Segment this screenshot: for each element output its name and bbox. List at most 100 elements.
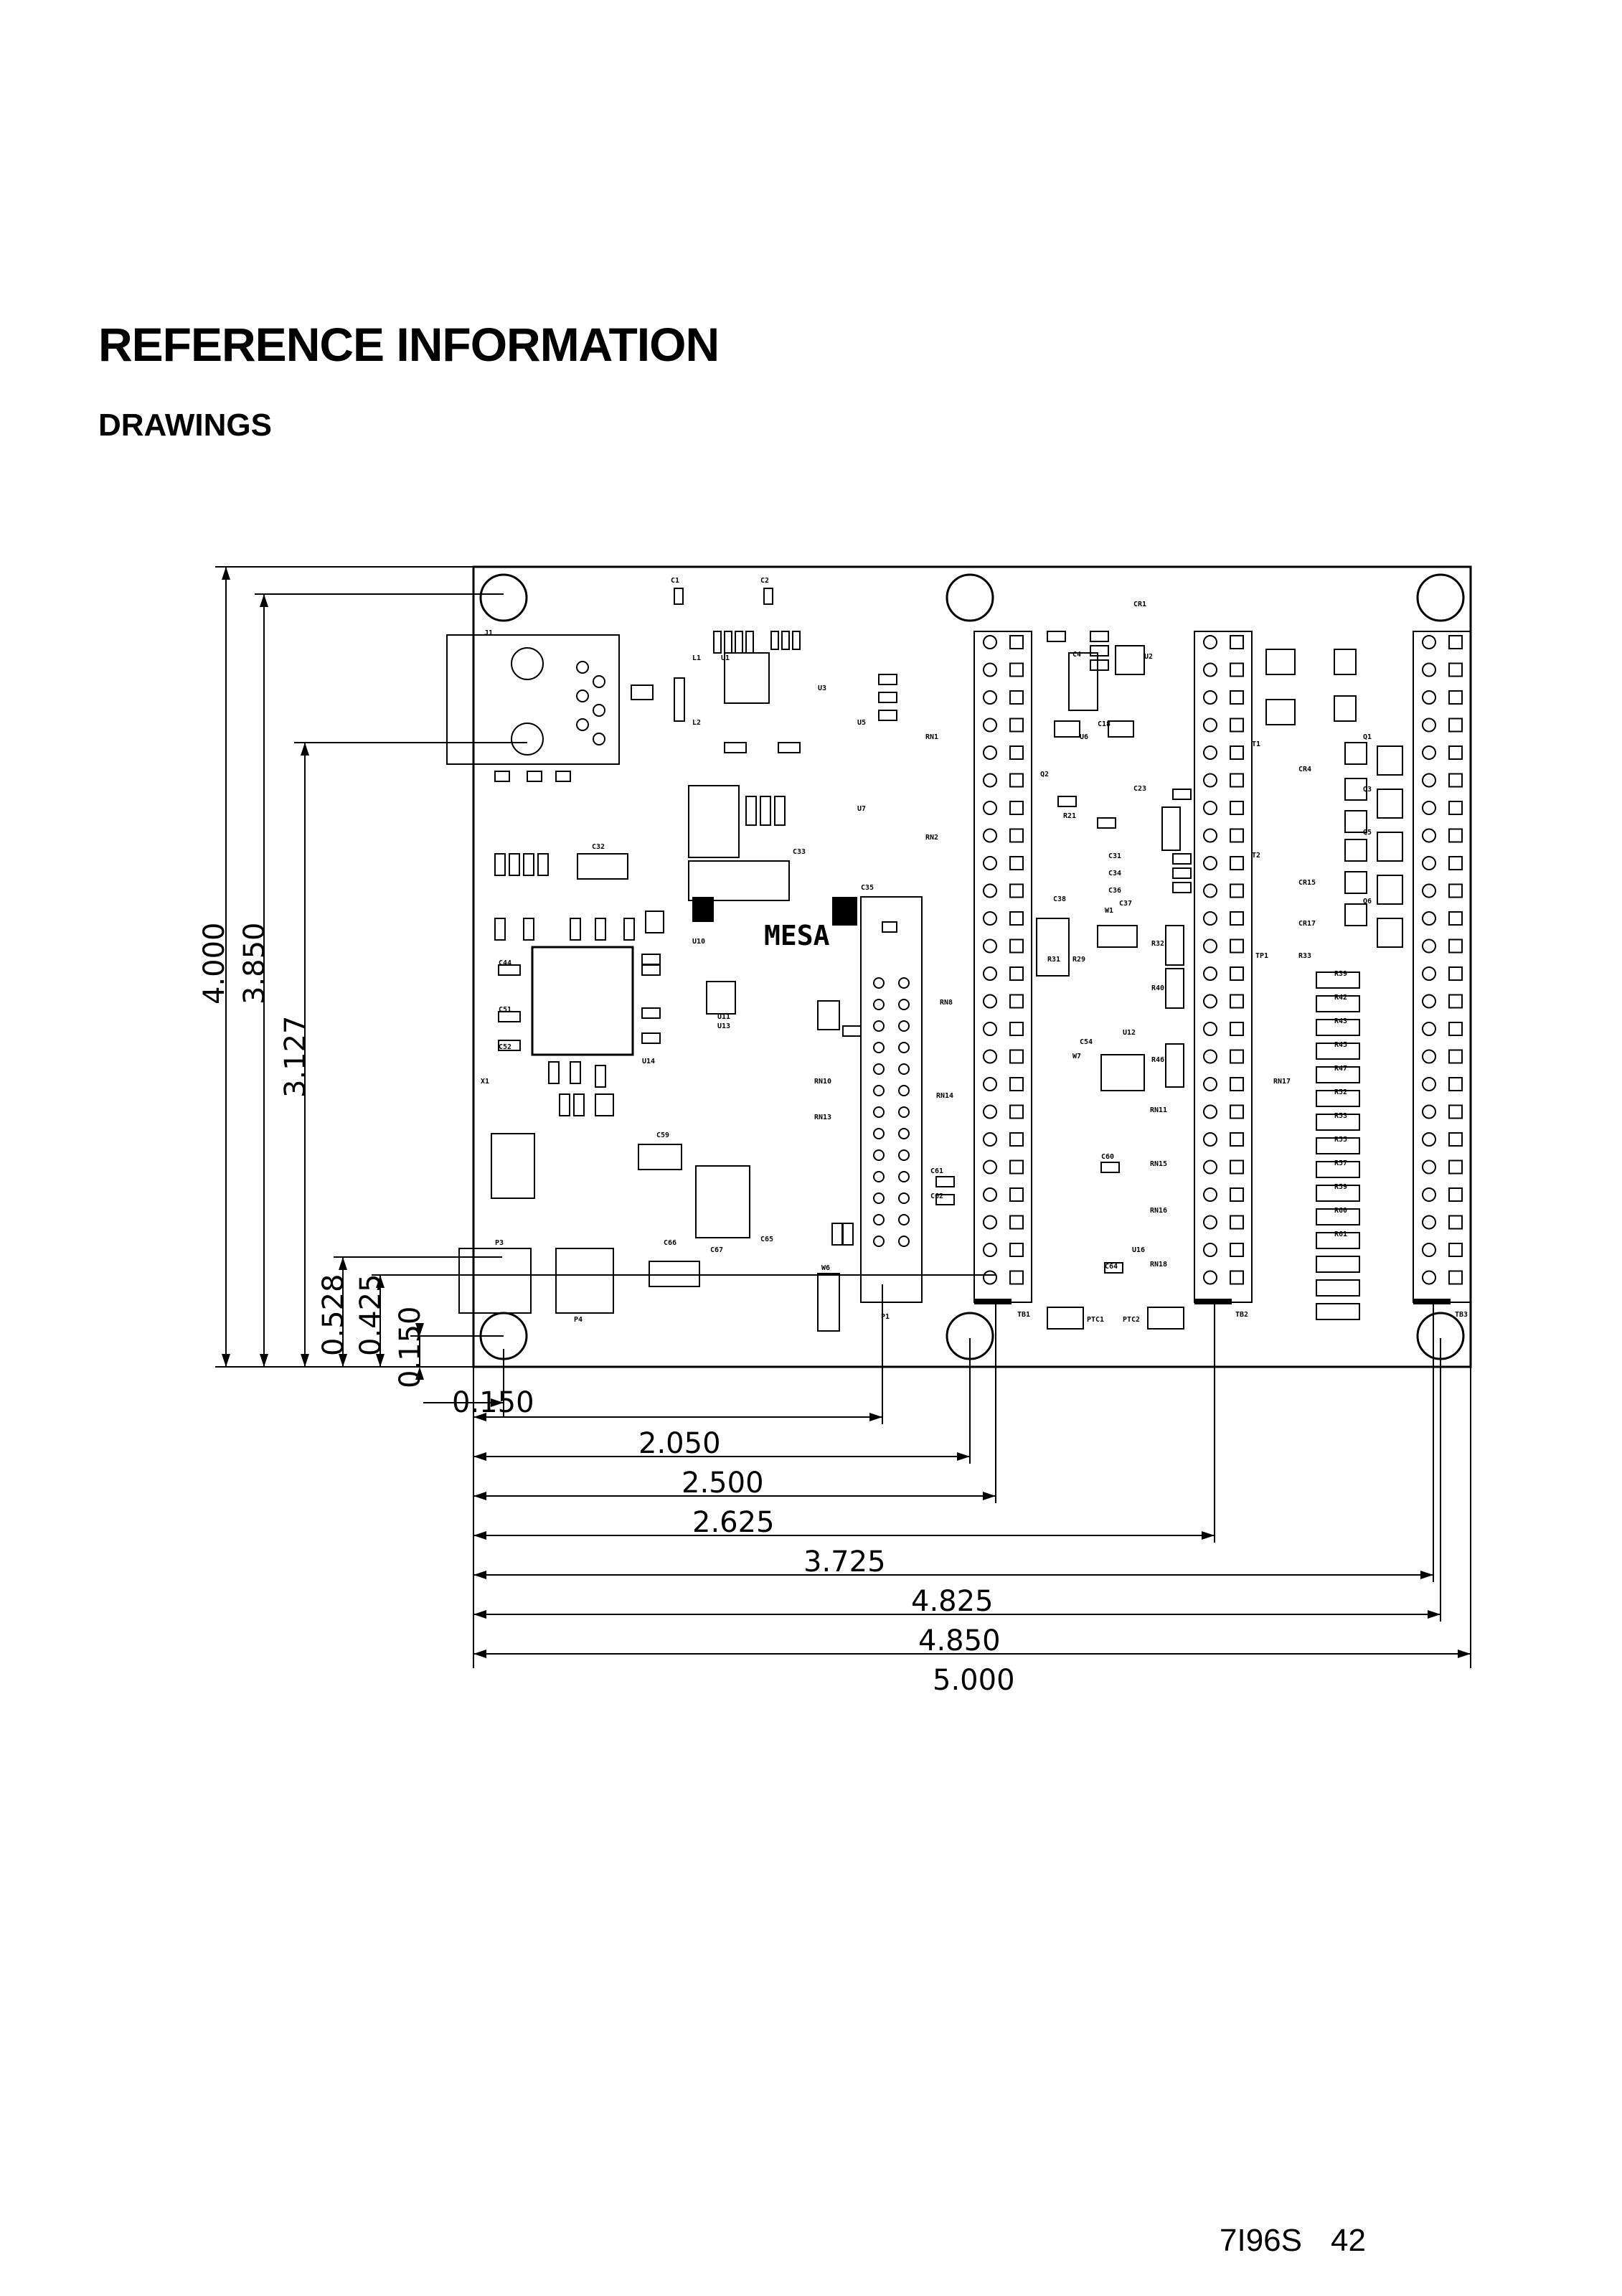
component	[631, 684, 654, 700]
terminal-pad	[1230, 938, 1244, 954]
component-label: U1	[721, 654, 730, 662]
component-label: U16	[1132, 1246, 1145, 1254]
terminal-pad	[1448, 1159, 1463, 1175]
component	[1100, 1162, 1120, 1173]
component	[623, 918, 635, 941]
terminal-pad	[1009, 1077, 1024, 1091]
component-label: RN14	[936, 1092, 953, 1100]
component-label: R43	[1334, 1017, 1347, 1025]
component-label: U3	[818, 684, 826, 692]
resistor	[1316, 995, 1360, 1012]
header-pin	[898, 1236, 910, 1247]
terminal-pad	[1448, 1270, 1463, 1285]
header-pin	[873, 1149, 885, 1161]
terminal-hole	[1422, 1187, 1436, 1202]
component-label: T1	[1252, 740, 1260, 748]
tb2-terminal: TB2	[1194, 631, 1253, 1319]
terminal-hole	[983, 856, 997, 870]
component	[760, 796, 771, 826]
p3-connector	[458, 1248, 532, 1314]
terminal-pad	[1009, 718, 1024, 733]
terminal-hole	[983, 801, 997, 815]
terminal-hole	[1422, 635, 1436, 649]
header-pin	[898, 1171, 910, 1182]
terminal-pad	[1448, 856, 1463, 870]
terminal-hole	[983, 1104, 997, 1119]
terminal-pad	[1230, 1132, 1244, 1147]
terminal-pad	[1448, 718, 1463, 733]
transistor-q1	[1334, 649, 1357, 675]
header-pin	[873, 1106, 885, 1118]
dim-0-150: 0.150	[394, 1306, 427, 1388]
component-label: U14	[642, 1058, 655, 1065]
label-p1: P1	[881, 1313, 890, 1321]
component-label: U6	[1080, 733, 1088, 741]
terminal-hole	[1422, 745, 1436, 760]
terminal-pad	[1448, 1132, 1463, 1147]
horizontal-arrows	[473, 1398, 1471, 1658]
resistor	[1316, 971, 1360, 989]
component-label: C4	[1072, 651, 1081, 659]
small-parts	[494, 588, 1403, 1274]
component-label: C37	[1119, 900, 1132, 908]
j1-connector: J1	[446, 629, 620, 765]
component	[641, 1007, 661, 1019]
transistor-q2	[1334, 695, 1357, 722]
terminal-pad	[1230, 635, 1244, 649]
header-pin	[873, 1128, 885, 1139]
ic-ptc2	[1147, 1307, 1184, 1330]
component	[1090, 631, 1109, 642]
terminal-pad	[1009, 745, 1024, 760]
vertical-dimensions	[215, 566, 996, 1368]
terminal-pad	[1448, 1243, 1463, 1257]
label-tb2: TB2	[1235, 1311, 1248, 1319]
terminal-pad	[1448, 911, 1463, 926]
relay-2	[1265, 699, 1296, 725]
terminal-pad	[1009, 662, 1024, 677]
resistor	[1316, 1043, 1360, 1060]
terminal-pad	[1009, 1049, 1024, 1064]
component	[724, 631, 732, 654]
component	[770, 631, 779, 650]
terminal-hole	[1203, 1077, 1217, 1091]
terminal-hole	[1422, 911, 1436, 926]
page-number: 42	[1330, 2223, 1366, 2258]
resistor	[1316, 1279, 1360, 1297]
terminal-pad	[1448, 1187, 1463, 1202]
mesa-logo: MESA	[764, 920, 830, 951]
component-label: Q6	[1363, 898, 1372, 905]
terminal-pad	[1009, 856, 1024, 870]
component-label: C35	[861, 884, 874, 892]
component	[1104, 1262, 1123, 1274]
terminal-pad	[1230, 662, 1244, 677]
header-pin	[898, 1085, 910, 1096]
component	[494, 918, 506, 941]
component	[792, 631, 801, 650]
p4-connector	[555, 1248, 614, 1314]
terminal-pad	[1230, 828, 1244, 843]
component	[842, 1025, 862, 1037]
terminal-hole	[1422, 1243, 1436, 1257]
terminal-hole	[1422, 856, 1436, 870]
component-label: R60	[1334, 1207, 1347, 1215]
component	[1172, 853, 1192, 865]
component-label: RN1	[925, 733, 938, 741]
terminal-pad	[1009, 1270, 1024, 1285]
terminal-pad	[1230, 856, 1244, 870]
section-title: DRAWINGS	[98, 408, 272, 443]
component	[1377, 875, 1403, 905]
component-label: C65	[760, 1236, 773, 1243]
component-label: W1	[1105, 907, 1113, 915]
component	[1165, 1043, 1184, 1088]
component	[1377, 745, 1403, 776]
terminal-pad	[1230, 1159, 1244, 1175]
terminal-hole	[1422, 1215, 1436, 1230]
header-pin	[873, 1214, 885, 1225]
component-label: CR1	[1133, 601, 1146, 608]
component	[935, 1176, 955, 1187]
component	[674, 677, 685, 722]
terminal-pad	[1448, 1104, 1463, 1119]
label-tb3: TB3	[1455, 1311, 1468, 1319]
relay-1	[1265, 649, 1296, 675]
